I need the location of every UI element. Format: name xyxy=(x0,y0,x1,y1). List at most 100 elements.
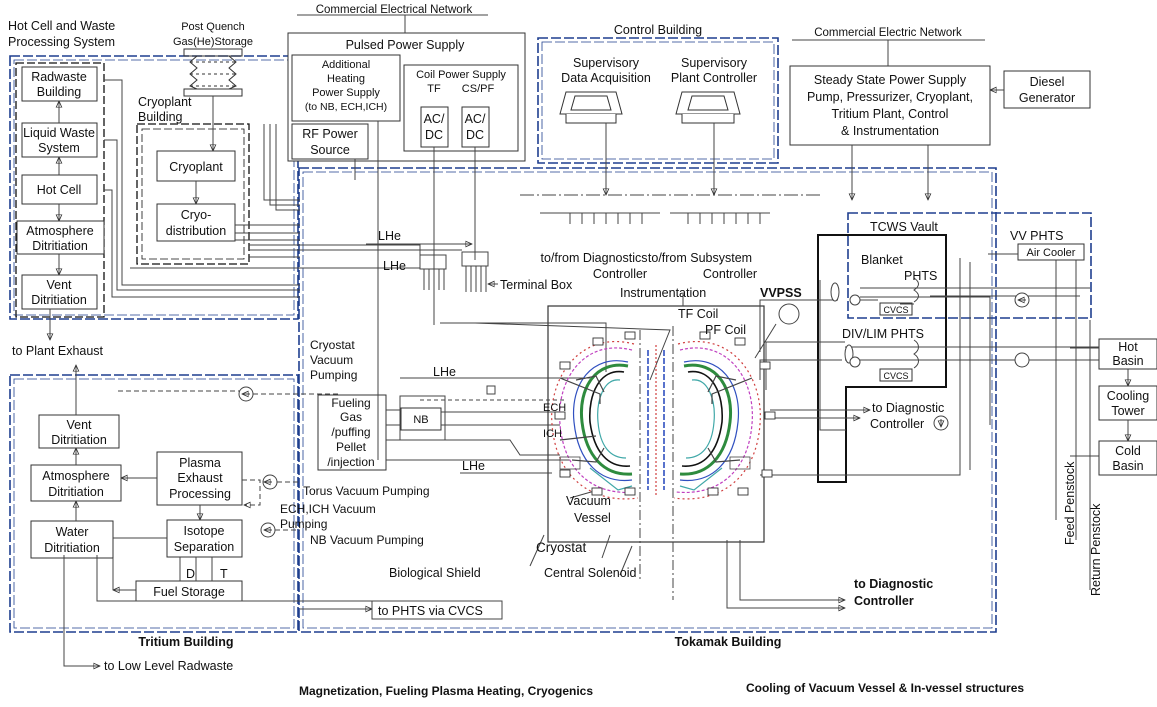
to-low-level: to Low Level Radwaste xyxy=(104,659,233,673)
caption-left: Magnetization, Fueling Plasma Heating, C… xyxy=(299,684,593,698)
atm-dit-bot-2: Ditritiation xyxy=(48,485,104,499)
cspf-label: CS/PF xyxy=(462,83,495,95)
central-solenoid: Central Solenoid xyxy=(544,566,636,580)
feed-penstock: Feed Penstock xyxy=(1063,461,1077,545)
connections xyxy=(50,14,1128,666)
vvpss: VVPSS xyxy=(760,286,802,300)
to-diag-ctrl-1: to Diagnostic xyxy=(872,401,944,415)
vent-dit-bot-1: Vent xyxy=(66,418,92,432)
cryoplant-building-2: Building xyxy=(138,110,183,124)
cryoplant-building-frame xyxy=(136,123,250,265)
hot-basin-1: Hot xyxy=(1118,340,1138,354)
fueling-4: Pellet xyxy=(336,440,367,454)
plasma-exhaust-3: Processing xyxy=(169,487,231,501)
tf-coil: TF Coil xyxy=(678,307,718,321)
radwaste-1: Radwaste xyxy=(31,70,87,84)
tokamak-cross-section xyxy=(551,331,776,500)
add-heating-4: (to NB, ECH,ICH) xyxy=(305,101,387,113)
rf-power-2: Source xyxy=(310,143,350,157)
fueling-5: /injection xyxy=(327,455,374,469)
isotope-2: Separation xyxy=(174,540,235,554)
ech-ich-vac-2: Pumping xyxy=(280,517,327,531)
tcws-vault-outline xyxy=(817,234,947,483)
cryoplant-box: Cryoplant xyxy=(169,160,223,174)
fueling-1: Fueling xyxy=(331,396,370,410)
control-building-label: Control Building xyxy=(614,23,702,37)
sup-data-1: Supervisory xyxy=(573,56,640,70)
diesel-2: Generator xyxy=(1019,91,1075,105)
acdc-right-1: AC/ xyxy=(465,112,486,126)
cooling-tower-2: Tower xyxy=(1111,404,1144,418)
atm-dit-top-2: Ditritiation xyxy=(32,239,88,253)
vv-phts: VV PHTS xyxy=(1010,229,1064,243)
cryostat-label: Cryostat xyxy=(536,540,587,555)
d-label: D xyxy=(186,567,195,581)
diag-ctrl-2: Controller xyxy=(593,267,647,281)
consoles xyxy=(559,91,741,124)
steady-state-2: Pump, Pressurizer, Cryoplant, xyxy=(807,90,973,104)
acdc-right-2: DC xyxy=(466,128,484,142)
nb-label: NB xyxy=(413,414,428,426)
div-lim-phts: DIV/LIM PHTS xyxy=(842,327,924,341)
to-diag-ctrl-bold-2: Controller xyxy=(854,594,914,608)
tritium-building-label: Tritium Building xyxy=(138,635,233,649)
atm-dit-top-1: Atmosphere xyxy=(26,224,93,238)
tf-label: TF xyxy=(427,83,441,95)
add-heating-2: Heating xyxy=(327,73,365,85)
add-heating-3: Power Supply xyxy=(312,87,380,99)
plasma-exhaust-1: Plasma xyxy=(179,456,221,470)
vacuum-vessel-2: Vessel xyxy=(574,511,611,525)
steady-state-3: Tritium Plant, Control xyxy=(832,107,949,121)
t-label: T xyxy=(220,567,228,581)
terminal-box: Terminal Box xyxy=(500,278,573,292)
blanket: Blanket xyxy=(861,253,903,267)
tcws-vault-label: TCWS Vault xyxy=(870,220,938,234)
subsys-ctrl-2: Controller xyxy=(703,267,757,281)
air-cooler: Air Cooler xyxy=(1027,247,1076,259)
water-dit-2: Ditritiation xyxy=(44,541,100,555)
add-heating-1: Additional xyxy=(322,59,370,71)
atm-dit-bot-1: Atmosphere xyxy=(42,469,109,483)
hot-cell-title-1: Hot Cell and Waste xyxy=(8,19,115,33)
hot-cell-region xyxy=(9,55,299,320)
torus-vac: Torus Vacuum Pumping xyxy=(303,484,430,498)
cryostat-vac-1: Cryostat xyxy=(310,338,355,352)
cryoplant-building-1: Cryoplant xyxy=(138,95,192,109)
rf-power-1: RF Power xyxy=(302,127,358,141)
nb-vac: NB Vacuum Pumping xyxy=(310,533,424,547)
storage-spring xyxy=(183,48,243,97)
to-plant-exhaust: to Plant Exhaust xyxy=(12,344,104,358)
labels: Hot Cell and Waste Processing System Pos… xyxy=(8,4,1149,698)
to-phts: to PHTS via CVCS xyxy=(378,604,483,618)
lhe-1: LHe xyxy=(378,229,401,243)
steady-state-1: Steady State Power Supply xyxy=(814,73,967,87)
cryo-dist-1: Cryo- xyxy=(181,208,212,222)
post-quench-2: Gas(He)Storage xyxy=(173,36,253,48)
pf-coil: PF Coil xyxy=(705,323,746,337)
ech-ich-vac-1: ECH,ICH Vacuum xyxy=(280,502,376,516)
vent-dit-top-2: Ditritiation xyxy=(31,293,87,307)
isotope-1: Isotope xyxy=(183,524,224,538)
to-diag-ctrl-bold-1: to Diagnostic xyxy=(854,577,933,591)
diesel-1: Diesel xyxy=(1030,75,1065,89)
pulsed-power-supply: Pulsed Power Supply xyxy=(346,38,466,52)
vent-dit-top-1: Vent xyxy=(46,278,72,292)
post-quench-1: Post Quench xyxy=(181,21,245,33)
coil-power-supply: Coil Power Supply xyxy=(416,69,506,81)
cvcs-bot: CVCS xyxy=(883,371,908,381)
cold-basin-2: Basin xyxy=(1112,459,1143,473)
cvcs-top: CVCS xyxy=(883,305,908,315)
cryostat-vac-3: Pumping xyxy=(310,368,357,382)
subsys-ctrl-1: to/from Subsystem xyxy=(648,251,752,265)
lhe-4: LHe xyxy=(462,459,485,473)
tritium-building-region xyxy=(9,374,299,633)
vacuum-vessel-1: Vacuum xyxy=(566,494,611,508)
cold-basin-1: Cold xyxy=(1115,444,1141,458)
caption-right: Cooling of Vacuum Vessel & In-vessel str… xyxy=(746,681,1024,695)
commercial-electric-network: Commercial Electric Network xyxy=(814,27,962,39)
acdc-left-1: AC/ xyxy=(424,112,445,126)
tokamak-building-label: Tokamak Building xyxy=(675,635,782,649)
cryostat-vac-2: Vacuum xyxy=(310,353,353,367)
